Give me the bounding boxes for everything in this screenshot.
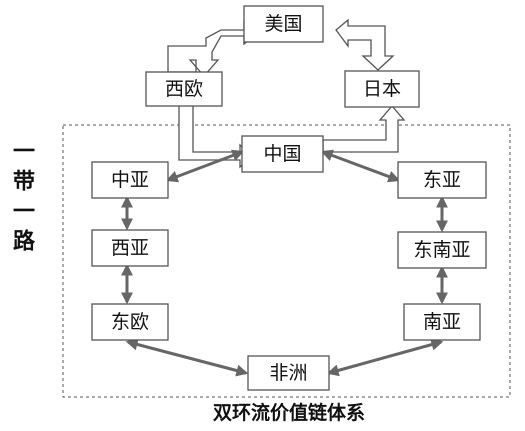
- connector-africa-south-asia: [326, 338, 444, 377]
- belt-and-road-char-1: 一: [13, 140, 35, 165]
- connector-china-japan: [322, 105, 406, 153]
- belt-and-road-char-3: 一: [13, 200, 35, 225]
- node-china: 中国: [241, 135, 324, 173]
- node-west-asia-label: 西亚: [111, 237, 149, 259]
- node-eastern-europe-label: 东欧: [111, 311, 149, 333]
- node-west-asia: 西亚: [91, 229, 169, 267]
- node-africa: 非洲: [247, 355, 330, 391]
- diagram-caption: 双环流价值链体系: [213, 401, 365, 424]
- node-japan: 日本: [344, 70, 420, 108]
- belt-and-road-char-4: 路: [13, 229, 36, 255]
- belt-and-road-region: [62, 124, 511, 398]
- node-southeast-asia-label: 东南亚: [413, 239, 470, 261]
- node-central-asia-label: 中亚: [111, 169, 149, 191]
- connector-eastern-europe-africa: [125, 338, 249, 377]
- node-japan-label: 日本: [363, 78, 401, 100]
- node-western-europe-label: 西欧: [165, 78, 203, 100]
- node-eastern-europe: 东欧: [91, 303, 169, 341]
- node-southeast-asia: 东南亚: [397, 231, 487, 269]
- belt-and-road-char-2: 带: [13, 170, 35, 195]
- node-usa: 美国: [243, 5, 324, 43]
- node-south-asia-label: 南亚: [423, 311, 461, 333]
- node-china-label: 中国: [263, 143, 301, 165]
- connector-western-europe-china: [178, 103, 253, 169]
- node-central-asia: 中亚: [91, 161, 169, 199]
- connector-usa-japan: [335, 18, 395, 71]
- node-east-asia-label: 东亚: [423, 169, 461, 191]
- node-usa-label: 美国: [264, 13, 302, 35]
- belt-and-road-label: 一 带 一 路: [13, 140, 36, 255]
- node-east-asia: 东亚: [397, 161, 487, 199]
- node-africa-label: 非洲: [269, 362, 307, 384]
- node-western-europe: 西欧: [145, 71, 223, 107]
- node-south-asia: 南亚: [403, 303, 481, 341]
- connector-china-central-asia: [165, 149, 245, 183]
- connector-china-east-asia: [320, 149, 401, 183]
